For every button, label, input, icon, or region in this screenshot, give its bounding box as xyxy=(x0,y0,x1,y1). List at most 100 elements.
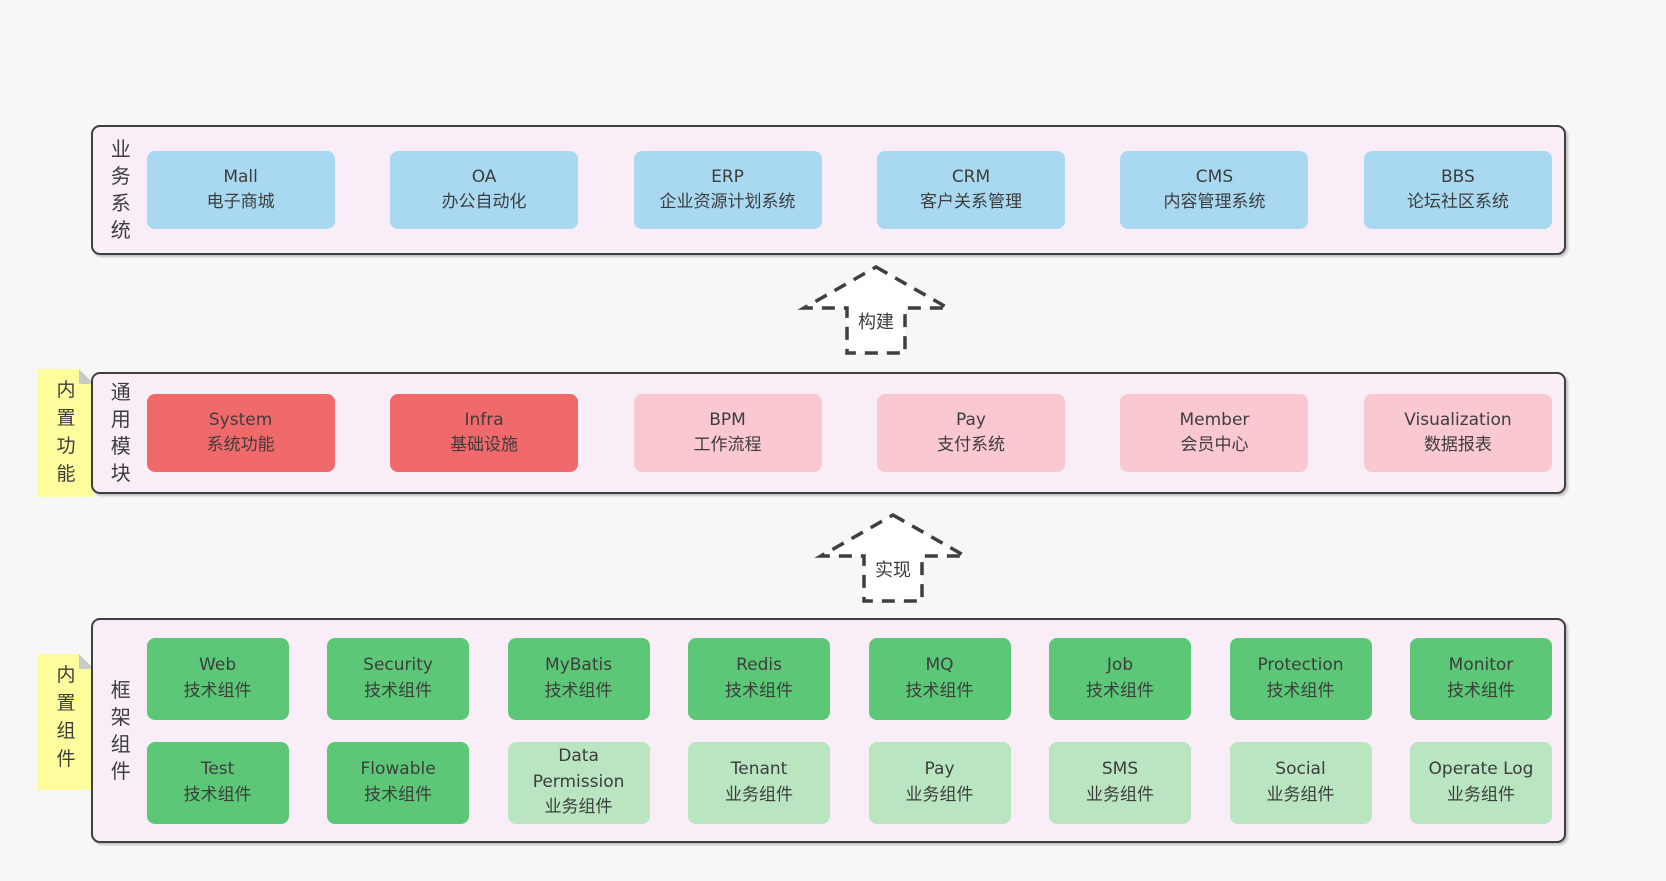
box-name: Social xyxy=(1275,759,1326,779)
box-infra: Infra 基础设施 xyxy=(390,394,579,472)
box-desc: 业务组件 xyxy=(544,797,613,818)
box-flowable: Flowable 技术组件 xyxy=(327,741,470,824)
box-name: MQ xyxy=(925,655,954,675)
box-job: Job 技术组件 xyxy=(1049,637,1192,720)
box-social: Social 业务组件 xyxy=(1229,741,1372,824)
box-name: Protection xyxy=(1257,655,1344,675)
dashed-up-arrow-icon xyxy=(797,264,955,355)
box-name: Test xyxy=(200,759,235,779)
box-member: Member 会员中心 xyxy=(1120,394,1309,472)
box-name: Infra xyxy=(464,409,504,430)
box-tenant: Tenant 业务组件 xyxy=(688,741,831,824)
layer-business-systems: 业务系统 Mall 电子商城 OA 办公自动化 ERP 企业资源计划系统 CRM… xyxy=(91,125,1566,255)
box-name: Operate Log xyxy=(1428,759,1534,779)
box-name: Visualization xyxy=(1404,409,1512,430)
box-desc: 业务组件 xyxy=(1446,784,1515,805)
box-desc: 技术组件 xyxy=(544,680,613,701)
layer-label: 框架组件 xyxy=(110,677,131,783)
framework-components-rows: Web 技术组件 Security 技术组件 MyBatis 技术组件 Redi… xyxy=(146,637,1552,824)
box-name: Flowable xyxy=(360,759,436,779)
box-desc: 技术组件 xyxy=(183,680,252,701)
box-name: ERP xyxy=(711,166,744,187)
box-desc: 论坛社区系统 xyxy=(1406,192,1509,212)
box-desc: 技术组件 xyxy=(1086,680,1155,701)
box-oa: OA 办公自动化 xyxy=(390,151,579,229)
box-desc: 工作流程 xyxy=(693,435,762,455)
box-desc: 会员中心 xyxy=(1180,435,1249,455)
arrow-label: 构建 xyxy=(856,311,896,335)
box-sms: SMS 业务组件 xyxy=(1049,741,1192,824)
box-desc: 技术组件 xyxy=(1266,680,1335,701)
layer-label: 通用模块 xyxy=(110,380,131,485)
box-name: Mall xyxy=(223,166,258,187)
box-mybatis: MyBatis 技术组件 xyxy=(507,637,650,720)
box-desc: 业务组件 xyxy=(905,784,974,805)
box-erp: ERP 企业资源计划系统 xyxy=(633,151,822,229)
box-web: Web 技术组件 xyxy=(146,637,289,720)
box-name: Redis xyxy=(736,655,782,675)
box-operate-log: Operate Log 业务组件 xyxy=(1409,741,1552,824)
box-name: Security xyxy=(363,655,433,675)
sticky-note-built-in-features: 内置功能 xyxy=(38,369,94,497)
box-name: MyBatis xyxy=(545,655,613,675)
box-desc: 支付系统 xyxy=(937,435,1005,455)
box-desc: 数据报表 xyxy=(1423,435,1492,455)
box-pay-business: Pay 业务组件 xyxy=(868,741,1011,824)
box-redis: Redis 技术组件 xyxy=(688,637,831,720)
box-name: Monitor xyxy=(1448,655,1514,675)
box-visualization: Visualization 数据报表 xyxy=(1363,394,1552,472)
box-name: Pay xyxy=(924,759,955,779)
box-data-permission: Data Permission 业务组件 xyxy=(507,741,650,824)
box-desc: 技术组件 xyxy=(364,680,433,701)
box-desc: 技术组件 xyxy=(183,784,252,805)
sticky-note-label: 内置组件 xyxy=(56,664,76,771)
business-components-row: Test 技术组件 Flowable 技术组件 Data Permission … xyxy=(146,741,1552,824)
box-name: Web xyxy=(199,655,237,675)
box-test: Test 技术组件 xyxy=(146,741,289,824)
box-desc: 办公自动化 xyxy=(441,192,527,212)
box-name: Tenant xyxy=(730,759,788,779)
box-mq: MQ 技术组件 xyxy=(868,637,1011,720)
box-mall: Mall 电子商城 xyxy=(146,151,335,229)
box-desc: 系统功能 xyxy=(206,435,275,455)
box-desc: 业务组件 xyxy=(1266,784,1335,805)
sticky-note-built-in-components: 内置组件 xyxy=(38,654,94,790)
layer-common-modules: 通用模块 System 系统功能 Infra 基础设施 BPM 工作流程 Pay… xyxy=(91,372,1566,494)
box-desc: 业务组件 xyxy=(725,784,794,805)
box-monitor: Monitor 技术组件 xyxy=(1409,637,1552,720)
box-name: System xyxy=(208,409,273,430)
box-system: System 系统功能 xyxy=(146,394,335,472)
box-desc: 内容管理系统 xyxy=(1163,192,1266,212)
box-desc: 电子商城 xyxy=(206,192,275,212)
box-name: BBS xyxy=(1441,166,1475,187)
arrow-build: 构建 xyxy=(797,264,955,356)
box-name: BPM xyxy=(709,409,746,430)
box-cms: CMS 内容管理系统 xyxy=(1120,151,1309,229)
box-bbs: BBS 论坛社区系统 xyxy=(1363,151,1552,229)
arrow-implement: 实现 xyxy=(814,512,972,604)
dashed-up-arrow-icon xyxy=(814,512,972,603)
box-name: Pay xyxy=(956,409,986,430)
layer-framework-components: 框架组件 Web 技术组件 Security 技术组件 MyBatis 技术组件… xyxy=(91,618,1566,843)
arrow-label: 实现 xyxy=(873,559,913,583)
box-name: Member xyxy=(1179,409,1250,430)
box-desc: 业务组件 xyxy=(1086,784,1155,805)
box-name: Data Permission xyxy=(532,746,625,792)
common-modules-boxes: System 系统功能 Infra 基础设施 BPM 工作流程 Pay 支付系统… xyxy=(146,394,1552,472)
business-systems-boxes: Mall 电子商城 OA 办公自动化 ERP 企业资源计划系统 CRM 客户关系… xyxy=(146,151,1552,229)
layer-label: 业务系统 xyxy=(110,137,131,242)
box-crm: CRM 客户关系管理 xyxy=(877,151,1065,229)
box-protection: Protection 技术组件 xyxy=(1229,637,1372,720)
box-name: OA xyxy=(471,166,497,187)
technical-components-row: Web 技术组件 Security 技术组件 MyBatis 技术组件 Redi… xyxy=(146,637,1552,720)
box-bpm: BPM 工作流程 xyxy=(633,394,822,472)
box-desc: 技术组件 xyxy=(1446,680,1515,701)
box-desc: 技术组件 xyxy=(364,784,433,805)
box-desc: 技术组件 xyxy=(905,680,974,701)
box-name: SMS xyxy=(1101,759,1139,779)
sticky-note-label: 内置功能 xyxy=(56,379,76,486)
box-desc: 技术组件 xyxy=(725,680,794,701)
box-desc: 客户关系管理 xyxy=(920,192,1022,212)
box-name: CMS xyxy=(1195,166,1234,187)
